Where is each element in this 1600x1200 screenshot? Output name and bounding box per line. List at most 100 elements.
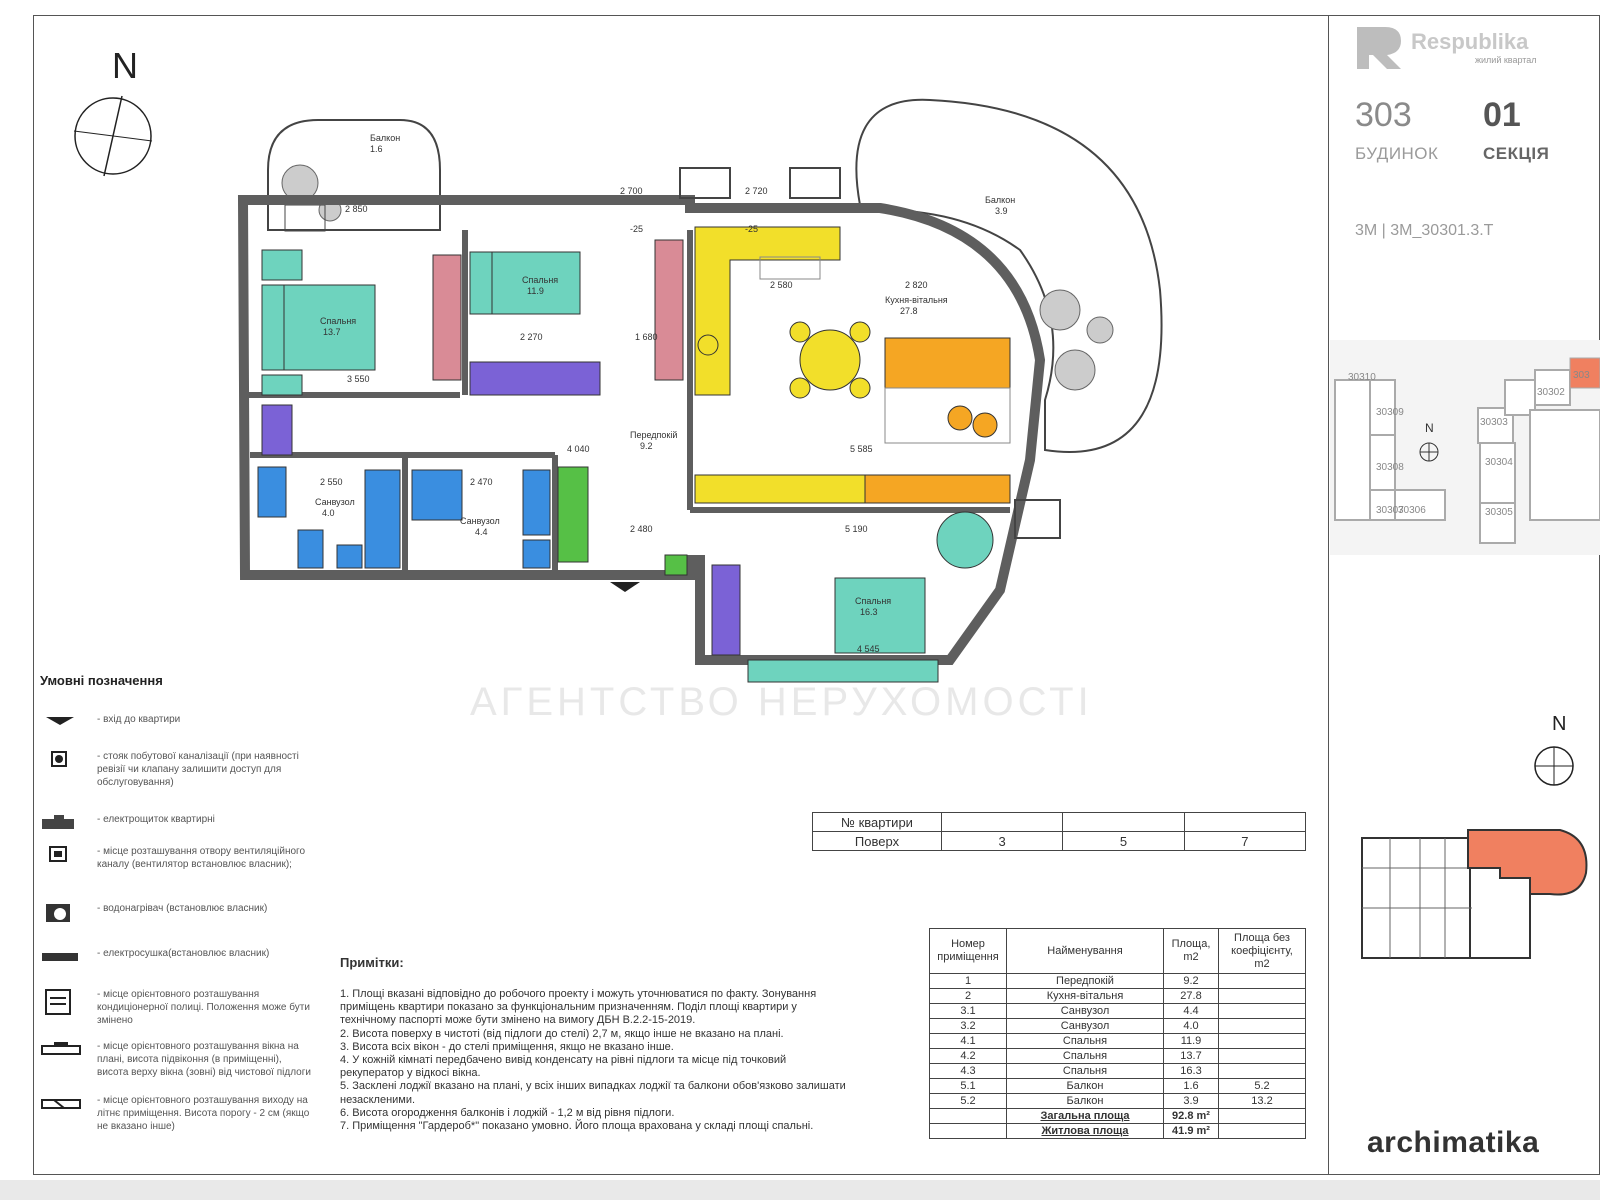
legend-text: - вхід до квартири (97, 714, 181, 725)
total-area-label: Загальна площа (1006, 1108, 1164, 1124)
svg-text:2 580: 2 580 (770, 280, 793, 290)
side-panel-divider (1328, 15, 1329, 1175)
legend-text: - місце орієнтовного розташування виходу… (97, 1095, 310, 1132)
building-number: 303 (1355, 96, 1412, 134)
floor-label: Поверх (812, 831, 942, 851)
legend-text: - електрощиток квартирні (97, 814, 215, 825)
svg-text:1 680: 1 680 (635, 332, 658, 342)
table-cell: 27.8 (1163, 988, 1219, 1004)
floor-plan: Балкон 1.6 Спальня 13.7 Спальня 11.9 Кух… (237, 98, 1163, 724)
towel-dryer-icon (40, 947, 80, 971)
total-area-value: 92.8 m² (1163, 1108, 1219, 1124)
section-label: СЕКЦІЯ (1483, 144, 1550, 163)
legend-text: - стояк побутової каналізації (при наявн… (97, 751, 299, 788)
map-label: 30308 (1376, 462, 1404, 473)
svg-text:2 720: 2 720 (745, 186, 768, 196)
svg-text:27.8: 27.8 (900, 306, 918, 316)
svg-text:4.4: 4.4 (475, 527, 488, 537)
table-cell: 4.3 (929, 1063, 1007, 1079)
note-line: 7. Приміщення "Гардероб*" показано умовн… (340, 1120, 814, 1133)
svg-text:-25: -25 (630, 224, 643, 234)
col-header: Площа, m2 (1163, 928, 1219, 974)
table-cell: 2 (929, 988, 1007, 1004)
brand-name: Respublika (1411, 29, 1529, 54)
floor-value: 3 (940, 831, 1064, 851)
map-label: 30305 (1485, 507, 1513, 518)
table-cell: Балкон (1006, 1078, 1164, 1094)
map-label: 303 (1573, 370, 1590, 381)
map-label: 30309 (1376, 407, 1404, 418)
svg-text:11.9: 11.9 (527, 286, 544, 296)
apartment-code: 3М | 3М_30301.3.Т (1355, 222, 1494, 239)
note-line: незаскленими. (340, 1093, 416, 1106)
room-label-bath-4-4: Санвузол (460, 516, 500, 526)
note-line: 5. Засклені лоджії вказано на плані, у в… (340, 1080, 846, 1093)
svg-text:-25: -25 (745, 224, 758, 234)
living-area-value: 41.9 m² (1163, 1123, 1219, 1139)
floors-table: № квартири Поверх 3 5 7 (812, 812, 1307, 851)
exterior-walls (237, 195, 1046, 665)
svg-text:16.3: 16.3 (860, 607, 878, 617)
table-cell: 5.2 (929, 1093, 1007, 1109)
window-icon (40, 1040, 81, 1064)
north-label: N (112, 45, 138, 86)
svg-text:4.0: 4.0 (322, 508, 335, 518)
table-cell: Кухня-вітальня (1006, 988, 1164, 1004)
table-cell: Санвузол (1006, 1003, 1164, 1019)
room-label-balcony-1: Балкон (370, 133, 400, 143)
note-line: приміщень квартири показано за функціона… (340, 1001, 797, 1014)
col-header: Площа без коефіцієнту, m2 (1218, 928, 1306, 974)
room-label-hallway: Передпокій (630, 430, 677, 440)
note-line: 6. Висота огородження балконів і лоджій … (340, 1106, 675, 1119)
sewer-riser-icon (40, 750, 80, 774)
table-cell: 4.1 (929, 1033, 1007, 1049)
legend-text: - місце орієнтовного розташування вікна … (97, 1041, 311, 1078)
compass-icon (73, 95, 153, 177)
note-line: 2. Висота поверху в чистоті (від підлоги… (340, 1027, 784, 1040)
water-heater-icon (40, 902, 80, 926)
svg-text:3 550: 3 550 (347, 374, 370, 384)
apartment-number-label: № квартири (812, 812, 942, 832)
room-label-kitchen-living: Кухня-вітальня (885, 295, 948, 305)
svg-text:9.2: 9.2 (640, 441, 653, 451)
table-cell: 1 (929, 973, 1007, 989)
map-label: 30303 (1480, 417, 1508, 428)
map-label: 30306 (1398, 505, 1426, 516)
ventilation-icon (40, 845, 80, 869)
table-cell: Спальня (1006, 1063, 1164, 1079)
entrance-arrow-icon (610, 582, 640, 592)
table-cell (1218, 1063, 1306, 1079)
notes: Примітки: 1. Площі вказані відповідно до… (340, 955, 920, 1133)
svg-text:5 190: 5 190 (845, 524, 868, 534)
table-cell (1218, 1048, 1306, 1064)
table-cell: 13.7 (1163, 1048, 1219, 1064)
map-label: 30307 (1376, 505, 1404, 516)
svg-text:N: N (1425, 421, 1434, 435)
legend-text: - електросушка(встановлює власник) (97, 948, 270, 959)
rooms-table: Номер приміщення Найменування Площа, m2 … (929, 928, 1306, 1139)
note-line: технічному паспорті може бути змінено на… (340, 1014, 696, 1027)
table-cell: 4.4 (1163, 1003, 1219, 1019)
map-label: 30310 (1348, 372, 1376, 383)
compass-small-icon (1534, 746, 1574, 786)
balcony-door-icon (40, 1094, 81, 1118)
svg-text:1.6: 1.6 (370, 144, 383, 154)
svg-text:2 850: 2 850 (345, 204, 368, 214)
svg-text:2 480: 2 480 (630, 524, 653, 534)
note-line: 1. Площі вказані відповідно до робочого … (340, 988, 817, 1000)
table-cell: 5.1 (929, 1078, 1007, 1094)
room-label-balcony-2: Балкон (985, 195, 1015, 205)
room-label-bath-4-0: Санвузол (315, 497, 355, 507)
ac-shelf-icon (40, 988, 80, 1015)
table-cell (1218, 988, 1306, 1004)
floor-value: 5 (1062, 831, 1185, 851)
table-cell: Спальня (1006, 1033, 1164, 1049)
table-cell: 3.1 (929, 1003, 1007, 1019)
table-cell: 4.2 (929, 1048, 1007, 1064)
bottom-strip (0, 1180, 1600, 1200)
svg-text:2 470: 2 470 (470, 477, 493, 487)
north-label-small: N (1552, 713, 1567, 735)
entrance-arrow-icon (40, 713, 80, 737)
